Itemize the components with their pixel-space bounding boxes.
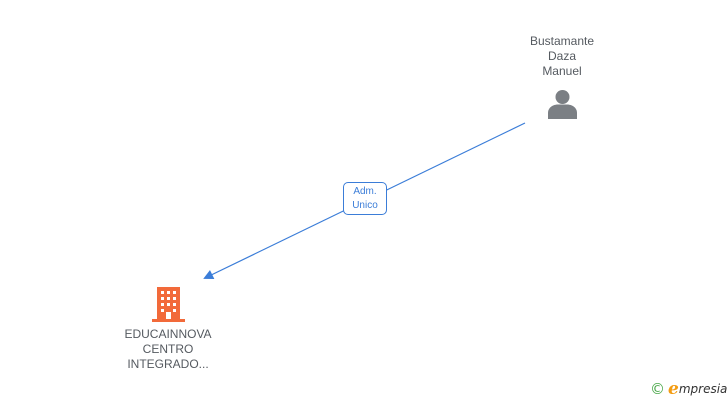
company-name-line-2: CENTRO (142, 342, 194, 356)
company-name-line-3: INTEGRADO... (127, 357, 209, 371)
company-name-line-1: EDUCAINNOVA (124, 327, 212, 341)
person-icon[interactable] (547, 89, 578, 119)
brand-logo-name: mpresia (678, 381, 728, 396)
relation-label-line-2: Unico (352, 200, 378, 211)
person-name-line-3: Manuel (542, 64, 582, 78)
relation-label-box[interactable]: Adm. Unico (343, 182, 387, 215)
person-node-label[interactable]: Bustamante Daza Manuel (502, 34, 622, 79)
person-name-line-1: Bustamante (529, 34, 595, 48)
building-icon[interactable] (152, 287, 185, 322)
relation-label-line-1: Adm. (353, 186, 377, 197)
company-node-label[interactable]: EDUCAINNOVA CENTRO INTEGRADO... (98, 327, 238, 372)
brand-watermark: © e mpresia (650, 379, 727, 399)
brand-logo-initial: e (668, 378, 679, 399)
copyright-icon: © (650, 379, 665, 398)
person-name-line-2: Daza (547, 49, 576, 63)
